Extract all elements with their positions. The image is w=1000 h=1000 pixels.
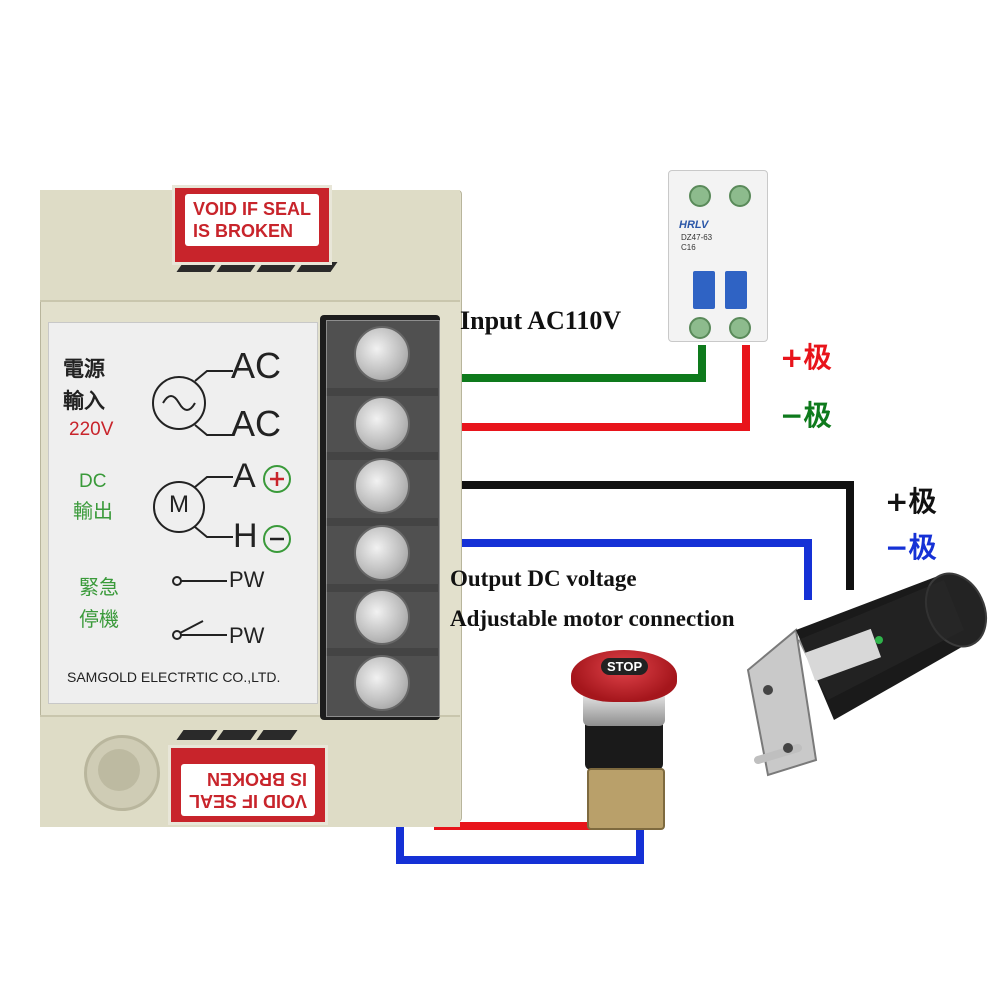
armature-terminal-label: A — [233, 457, 256, 495]
manufacturer-label: SAMGOLD ELECTRTIC CO.,LTD. — [67, 669, 281, 685]
green-input-wire — [455, 345, 706, 382]
emergency-stop-label-line1: 緊急 — [79, 575, 119, 599]
breaker-toggle-left[interactable] — [693, 271, 715, 309]
pw-label-1: PW — [229, 567, 265, 592]
terminal-divider — [326, 584, 438, 592]
seal-text-line1: VOID IF SEAL — [193, 199, 312, 219]
terminal-screw-h[interactable] — [354, 525, 410, 581]
breaker-rating: C16 — [681, 243, 696, 252]
seal-text-line1: VOID IF SEAL — [188, 791, 307, 811]
terminal-cover — [326, 320, 440, 717]
plus-circle-icon — [263, 465, 291, 493]
input-voltage-annotation: Input AC110V — [460, 306, 622, 335]
terminal-divider — [326, 388, 438, 396]
vent-slot — [256, 730, 298, 740]
vent-slot — [176, 730, 218, 740]
ac-label-2: AC — [231, 403, 282, 444]
round-vent — [84, 735, 160, 811]
terminal-screw-ac1[interactable] — [354, 326, 410, 382]
circuit-breaker: HRLV DZ47-63 C16 — [668, 170, 768, 342]
breaker-brand: HRLV — [679, 219, 709, 231]
red-input-wire — [455, 345, 750, 431]
terminal-divider — [326, 518, 438, 526]
terminal-screw-pw1[interactable] — [354, 589, 410, 645]
emergency-stop-label-line2: 停機 — [79, 607, 119, 631]
motor-symbol — [153, 476, 233, 538]
breaker-toggle-right[interactable] — [725, 271, 747, 309]
motor-body — [746, 572, 988, 777]
warranty-seal-top: VOID IF SEAL IS BROKEN — [172, 185, 332, 265]
controller-label-panel: 電源 輸入 220V AC AC DC 輸出 M A H 緊急 停機 PW PW… — [48, 322, 318, 704]
voltage-label: 220V — [69, 419, 114, 440]
power-input-label-line1: 電源 — [63, 357, 105, 381]
dc-output-label-line1: DC — [79, 471, 107, 492]
blue-motor-wire — [455, 539, 812, 600]
terminal-divider — [326, 452, 438, 460]
breaker-screw-bottom-right — [729, 317, 751, 339]
terminal-screw-ac2[interactable] — [354, 396, 410, 452]
warranty-seal-bottom: VOID IF SEAL IS BROKEN — [168, 745, 328, 825]
field-terminal-label: H — [233, 517, 258, 555]
power-input-label-line2: 輸入 — [63, 389, 105, 413]
estop-base — [585, 720, 663, 770]
input-positive-pole-label: +极 — [780, 341, 832, 374]
breaker-model: DZ47-63 — [681, 233, 713, 242]
minus-circle-icon — [263, 525, 291, 553]
dc-motor — [738, 570, 998, 780]
terminal-divider — [326, 648, 438, 656]
emergency-stop-button[interactable]: STOP — [565, 650, 685, 840]
seal-text-line2: IS BROKEN — [193, 221, 294, 241]
motor-positive-pole-label: +极 — [885, 485, 937, 518]
seal-text-line2: IS BROKEN — [206, 769, 307, 789]
breaker-screw-bottom-left — [689, 317, 711, 339]
terminal-screw-pw2[interactable] — [354, 655, 410, 711]
input-negative-pole-label: −极 — [780, 399, 832, 432]
switch-symbol — [172, 576, 227, 640]
motor-symbol-letter: M — [169, 491, 189, 518]
estop-label: STOP — [601, 658, 649, 675]
vent-slot — [216, 730, 258, 740]
ac-label-1: AC — [231, 345, 282, 386]
motor-negative-pole-label: −极 — [885, 531, 937, 564]
breaker-screw-top-left — [689, 185, 711, 207]
output-annotation-line1: Output DC voltage — [450, 566, 637, 591]
breaker-screw-top-right — [729, 185, 751, 207]
terminal-screw-a[interactable] — [354, 458, 410, 514]
ac-source-symbol — [152, 370, 233, 436]
output-annotation-line2: Adjustable motor connection — [450, 606, 735, 631]
round-vent-inner — [98, 749, 140, 791]
estop-contact-block — [587, 768, 665, 830]
dc-output-label-line2: 輸出 — [73, 499, 113, 523]
pw-label-2: PW — [229, 623, 265, 648]
black-motor-wire — [455, 481, 854, 590]
